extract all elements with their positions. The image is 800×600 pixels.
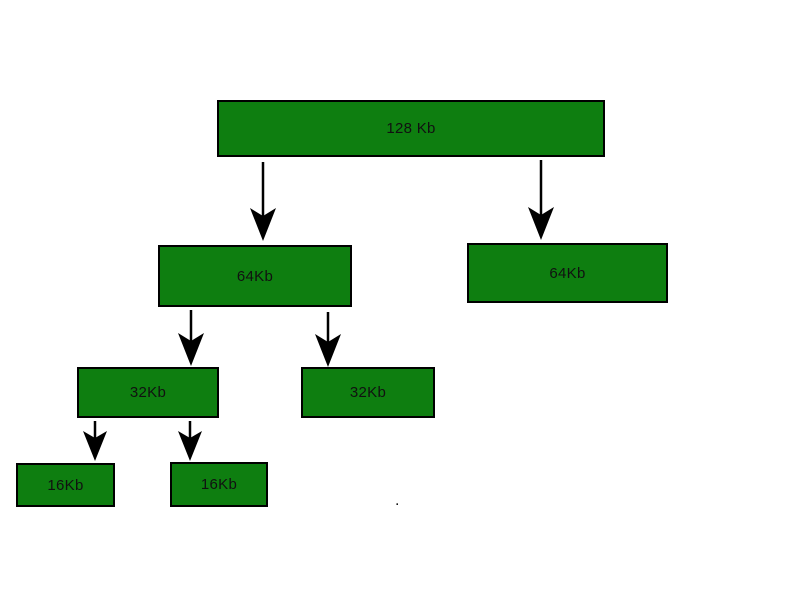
node-64kb-left-label: 64Kb (236, 267, 274, 285)
node-32kb-left: 32Kb (77, 367, 219, 418)
node-64kb-right: 64Kb (467, 243, 668, 303)
node-64kb-left: 64Kb (158, 245, 352, 307)
node-32kb-right: 32Kb (301, 367, 435, 418)
arrow-128kb-to-64kb-right-icon (528, 160, 554, 240)
node-32kb-left-label: 32Kb (129, 384, 167, 401)
arrow-64kb-to-32kb-left-icon (178, 310, 204, 366)
node-16kb-right: 16Kb (170, 462, 268, 507)
node-128kb: 128 Kb (217, 100, 605, 157)
node-128kb-label: 128 Kb (386, 120, 436, 137)
node-16kb-left: 16Kb (16, 463, 115, 507)
arrow-32kb-to-16kb-left-icon (83, 421, 107, 461)
node-32kb-right-label: 32Kb (349, 384, 387, 401)
node-64kb-right-label: 64Kb (549, 264, 586, 282)
arrow-32kb-to-16kb-right-icon (178, 421, 202, 461)
arrow-128kb-to-64kb-left-icon (250, 162, 276, 241)
arrow-64kb-to-32kb-right-icon (315, 312, 341, 367)
node-16kb-right-label: 16Kb (200, 476, 238, 493)
stray-period-mark: . (395, 492, 400, 509)
node-16kb-left-label: 16Kb (47, 476, 84, 494)
